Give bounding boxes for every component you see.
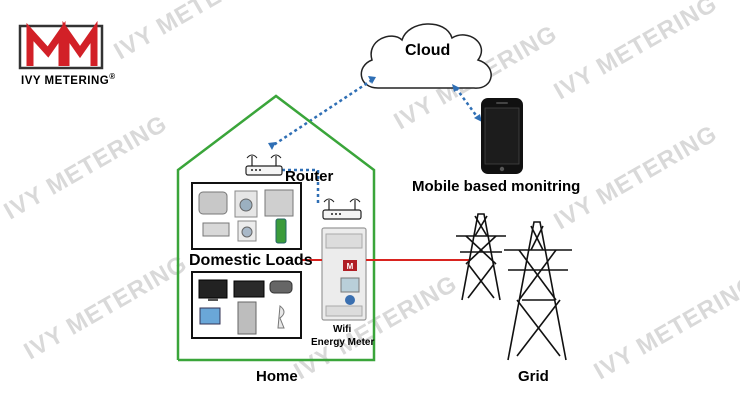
router-label: Router bbox=[285, 168, 333, 185]
watermark-text: IVY METERING bbox=[110, 0, 282, 65]
meter-router-icon bbox=[323, 199, 361, 219]
meter-label-line1: Wifi bbox=[333, 324, 351, 335]
svg-text:M: M bbox=[347, 262, 354, 271]
cloud-label: Cloud bbox=[405, 42, 450, 60]
watermark-text: IVY METERING bbox=[20, 250, 192, 365]
registered-mark: ® bbox=[109, 72, 115, 81]
watermark-text: IVY METERING bbox=[550, 0, 722, 105]
appliances-box-bottom bbox=[192, 272, 301, 338]
brand-name-text: IVY METERING bbox=[21, 75, 109, 87]
domestic-loads-label: Domestic Loads bbox=[189, 252, 313, 270]
watermark-text: IVY METERING bbox=[590, 270, 740, 385]
arrowhead-icon bbox=[268, 142, 276, 150]
watermark-text: IVY METERING bbox=[0, 110, 172, 225]
mobile-label: Mobile based monitring bbox=[412, 178, 580, 195]
transmission-tower-icon bbox=[456, 214, 572, 360]
grid-label: Grid bbox=[518, 368, 549, 385]
watermark-text: IVY METERING bbox=[290, 270, 462, 385]
link-cloud-router bbox=[272, 80, 372, 146]
brand-name: IVY METERING® bbox=[21, 72, 116, 87]
arrowhead-icon bbox=[474, 114, 482, 122]
mobile-phone-icon bbox=[481, 98, 523, 174]
appliances-box-top bbox=[192, 183, 301, 249]
brand-logo bbox=[20, 26, 102, 68]
meter-label-line2: Energy Meter bbox=[311, 337, 374, 348]
router-icon bbox=[246, 155, 282, 175]
watermark-layer: IVY METERING IVY METERING IVY METERING I… bbox=[0, 0, 740, 385]
home-label: Home bbox=[256, 368, 298, 385]
energy-meter-icon: M bbox=[322, 228, 366, 320]
